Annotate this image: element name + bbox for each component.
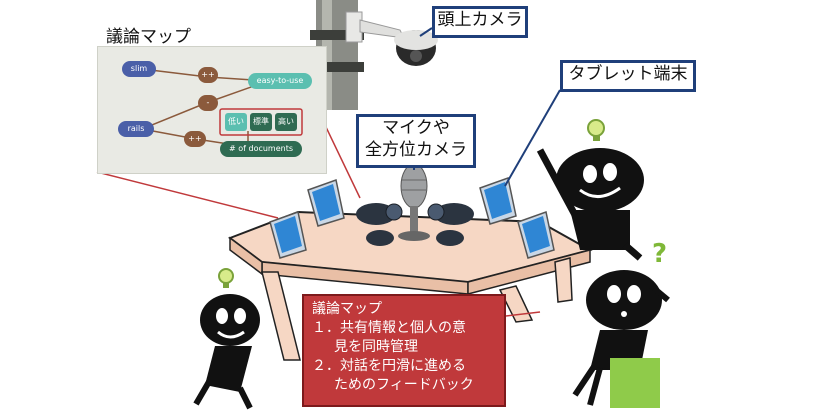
tablet-label: タブレット端末 — [560, 60, 696, 92]
feedback-line2: 見を同時管理 — [334, 339, 418, 355]
lightbulb-icon — [218, 268, 234, 288]
node-documents: # of documents — [220, 141, 302, 157]
overhead-camera-label: 頭上カメラ — [432, 6, 528, 38]
overhead-camera-text: 頭上カメラ — [437, 10, 523, 30]
overhead-camera-icon — [310, 0, 438, 110]
feedback-box: 議論マップ １．共有情報と個人の意 見を同時管理 ２．対話を円滑に進める ための… — [302, 294, 506, 407]
question-mark-icon: ? — [652, 239, 667, 269]
connector-line-top — [324, 124, 361, 199]
node-standard: 標準 — [250, 113, 272, 131]
node-plus-top: ++ — [198, 67, 218, 83]
svg-text:?: ? — [652, 239, 667, 269]
microphone-icon — [398, 163, 430, 241]
node-slim: slim — [122, 61, 156, 77]
character-right-top-icon — [536, 148, 644, 261]
omnidirectional-camera-icon — [356, 203, 474, 246]
feedback-line1: １．共有情報と個人の意 — [312, 320, 466, 336]
character-left-icon — [193, 294, 260, 410]
lightbulb-icon — [587, 119, 605, 141]
node-high: 高い — [275, 113, 297, 131]
node-easy-to-use: easy-to-use — [248, 73, 312, 89]
feedback-title: 議論マップ — [312, 301, 382, 317]
mic-camera-label: マイクや 全方位カメラ — [356, 114, 476, 168]
mic-text-line2: 全方位カメラ — [365, 140, 467, 160]
node-low: 低い — [225, 113, 247, 131]
node-rails: rails — [118, 121, 154, 137]
map-title: 議論マップ — [106, 27, 191, 47]
table-illustration — [227, 210, 593, 361]
mic-text-line1: マイクや — [382, 118, 450, 138]
discussion-map-panel: slim rails ++ - ++ easy-to-use 低い 標準 高い … — [97, 46, 327, 174]
connector-line-bottom — [96, 171, 279, 219]
tablet-icon — [269, 177, 555, 259]
tablet-text: タブレット端末 — [568, 64, 688, 84]
node-plus-bottom: ++ — [184, 131, 206, 147]
feedback-line3: ２．対話を円滑に進める — [312, 358, 466, 374]
node-minus: - — [198, 95, 218, 111]
green-box-seat — [610, 358, 660, 408]
feedback-line4: ためのフィードバック — [334, 377, 474, 393]
